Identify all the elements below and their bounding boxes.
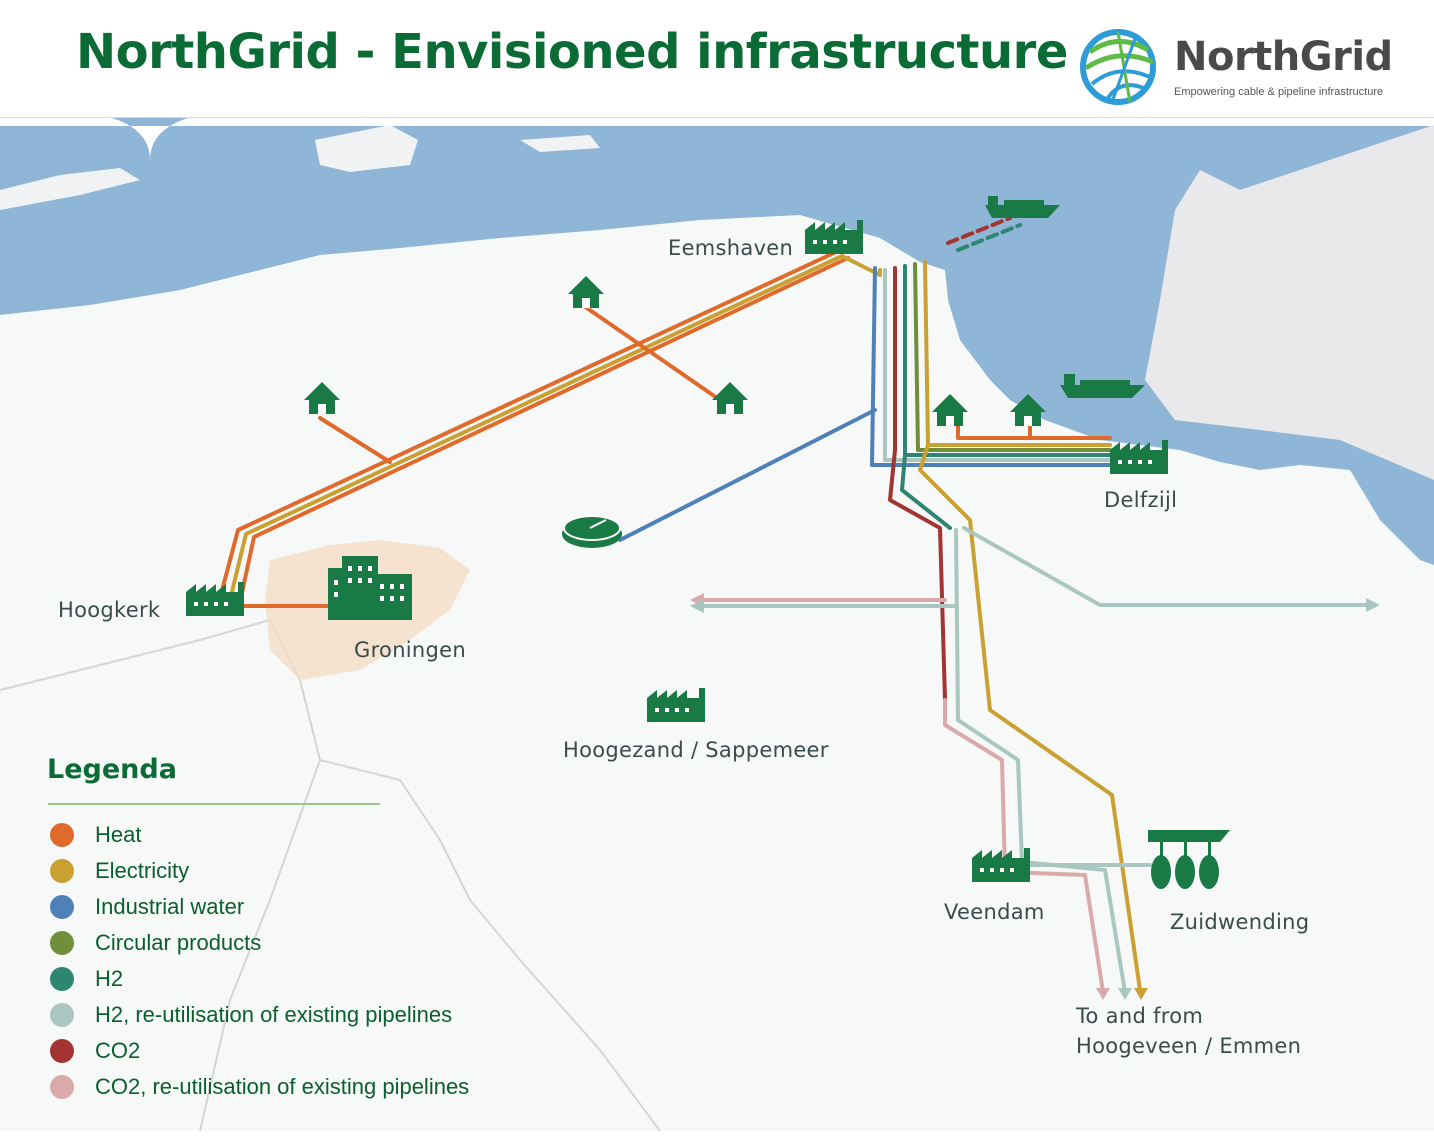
water-treatment-icon [562,515,622,548]
legend-label: Heat [95,822,142,847]
legend-label: Circular products [95,930,262,955]
legend-label: H2 [95,966,124,991]
page-title: NorthGrid - Envisioned infrastructure [76,24,1068,80]
label-hoogkerk: Hoogkerk [58,598,161,622]
label-to-and-from: To and from [1076,1004,1204,1028]
city-buildings-icon [328,556,412,620]
label-groningen: Groningen [354,638,467,662]
label-zuidwending: Zuidwending [1170,910,1310,934]
island [520,135,600,152]
legend-item: CO2 [50,1036,140,1066]
pipeline-h2-reuse-south [954,528,1127,994]
logo-tagline: Empowering cable & pipeline infrastructu… [1174,86,1384,98]
legend-item: Heat [50,820,141,850]
label-eemshaven: Eemshaven [668,236,794,260]
legend-swatch [50,895,74,919]
ship-icon [985,196,1060,218]
map-canvas [0,118,1434,1132]
legend-item: H2, re-utilisation of existing pipelines [50,1000,452,1030]
pipeline-industrial-water [618,408,877,542]
foreign-land [1145,125,1434,480]
legend-item: CO2, re-utilisation of existing pipeline… [50,1072,469,1102]
legend-label: H2, re-utilisation of existing pipelines [95,1002,453,1027]
island [0,168,140,210]
legend-swatch [50,1075,74,1099]
legend-swatch [50,823,74,847]
ship-icon [1060,374,1145,398]
label-veendam: Veendam [944,900,1045,924]
northgrid-logo: NorthGrid Empowering cable & pipeline in… [1078,22,1408,112]
globe-logo-icon [1080,29,1156,105]
legend-label: CO2 [95,1038,141,1063]
legend-item: Industrial water [50,892,244,922]
legend-swatch [50,931,74,955]
legend-label: Electricity [95,858,190,883]
label-hoogeveen-emmen: Hoogeveen / Emmen [1076,1034,1302,1058]
label-hoogezand: Hoogezand / Sappemeer [563,738,829,762]
infrastructure-map: Eemshaven Delfzijl Hoogkerk Groningen Ho… [0,118,1434,1132]
island [315,125,418,172]
legend-label: Industrial water [95,894,245,919]
header-bar: NorthGrid - Envisioned infrastructure No… [0,0,1434,118]
legend-swatch [50,1003,74,1027]
pipeline-h2-reuse-east [962,526,1372,607]
pipeline-circular-products [913,262,1112,452]
legend-title: Legenda [47,754,177,785]
salt-cavern-storage-icon [1148,830,1230,889]
legend-item: H2 [50,964,123,994]
logo-wordmark: NorthGrid [1174,34,1393,80]
pipeline-electricity-south [918,443,1142,992]
legend-label: CO2, re-utilisation of existing pipeline… [95,1074,470,1099]
pipeline-co2-reuse-south [943,698,1105,994]
legend-swatch [50,859,74,883]
pipeline-heat-house [582,304,722,402]
pipeline-heat-house [318,416,392,464]
legend-item: Electricity [50,856,189,886]
pipeline-co2 [888,266,947,702]
legend-swatch [50,1039,74,1063]
legend-divider [48,803,380,805]
pipeline-h2-reuse [883,268,1112,462]
legend-swatch [50,967,74,991]
arrow-heads [690,593,1380,1000]
label-delfzijl: Delfzijl [1104,488,1178,512]
legend-item: Circular products [50,928,261,958]
pipeline-industrial-water [870,266,1112,467]
